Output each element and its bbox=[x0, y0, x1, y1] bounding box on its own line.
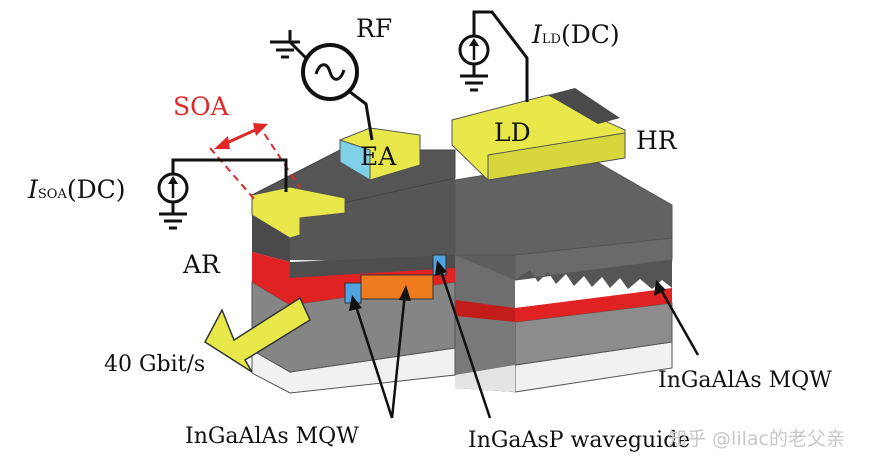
watermark: 知乎 @lilac的老父亲 bbox=[668, 428, 845, 450]
left-active-red-side bbox=[252, 252, 290, 305]
ea-contact-cyan bbox=[339, 139, 371, 181]
soa-label: SOA bbox=[173, 92, 229, 121]
isoa-label: ISOA(DC) bbox=[28, 175, 126, 204]
output-arrow bbox=[204, 296, 311, 373]
ild-dc: (DC) bbox=[560, 20, 620, 49]
isoa-subscript: SOA bbox=[37, 187, 67, 202]
rf-label: RF bbox=[356, 14, 393, 43]
pointer-mqw-bottom-b bbox=[390, 292, 407, 419]
mqw-right-label: InGaAlAs MQW bbox=[658, 368, 832, 393]
hr-label: HR bbox=[636, 126, 677, 155]
isoa-symbol: I bbox=[28, 175, 38, 204]
left-mid-band bbox=[290, 255, 455, 278]
isoa-arrowhead bbox=[168, 176, 178, 184]
ld-active-layer bbox=[515, 288, 672, 322]
rf-sine bbox=[314, 63, 346, 81]
left-front-dark bbox=[290, 178, 455, 262]
waveguide-orange bbox=[360, 274, 434, 300]
soa-dash-right bbox=[257, 123, 301, 189]
ild-arrowhead bbox=[469, 38, 479, 46]
ild-wire bbox=[472, 10, 529, 102]
ld-cap-gray bbox=[548, 88, 620, 124]
waveguide-label: InGaAsP waveguide bbox=[468, 428, 691, 453]
soa-arrowhead-left bbox=[214, 136, 230, 149]
ild-symbol: I bbox=[532, 20, 542, 49]
ea-label: EA bbox=[360, 142, 397, 171]
pointer-mqw-bottom-a bbox=[353, 302, 394, 419]
rf-wire-left bbox=[288, 30, 308, 60]
pointer-waveguide-head bbox=[435, 260, 447, 276]
pointer-waveguide bbox=[438, 267, 492, 419]
mqw-bottom-label: InGaAlAs MQW bbox=[185, 424, 359, 449]
isoa-dc: (DC) bbox=[66, 175, 126, 204]
output-rate-label: 40 Gbit/s bbox=[104, 352, 206, 377]
ld-contact-front bbox=[487, 132, 626, 181]
isoa-wire bbox=[171, 158, 288, 192]
ild-label: ILD(DC) bbox=[532, 20, 620, 49]
ld-active-left bbox=[455, 300, 515, 322]
pointer-mqw-bottom-a-head bbox=[349, 295, 362, 311]
soa-dash-left bbox=[209, 147, 256, 201]
ar-label: AR bbox=[183, 250, 220, 279]
pointer-mqw-bottom-b-head bbox=[399, 285, 411, 301]
ild-subscript: LD bbox=[541, 32, 561, 47]
pointer-mqw-right-head bbox=[654, 280, 666, 296]
soa-contact bbox=[251, 186, 346, 239]
pointer-mqw-right bbox=[658, 287, 700, 356]
soa-arrowhead-right bbox=[253, 123, 268, 136]
rf-wire-right bbox=[349, 90, 374, 141]
ld-white-left bbox=[455, 365, 515, 392]
ld-label: LD bbox=[494, 118, 531, 147]
ld-grating bbox=[515, 260, 672, 289]
